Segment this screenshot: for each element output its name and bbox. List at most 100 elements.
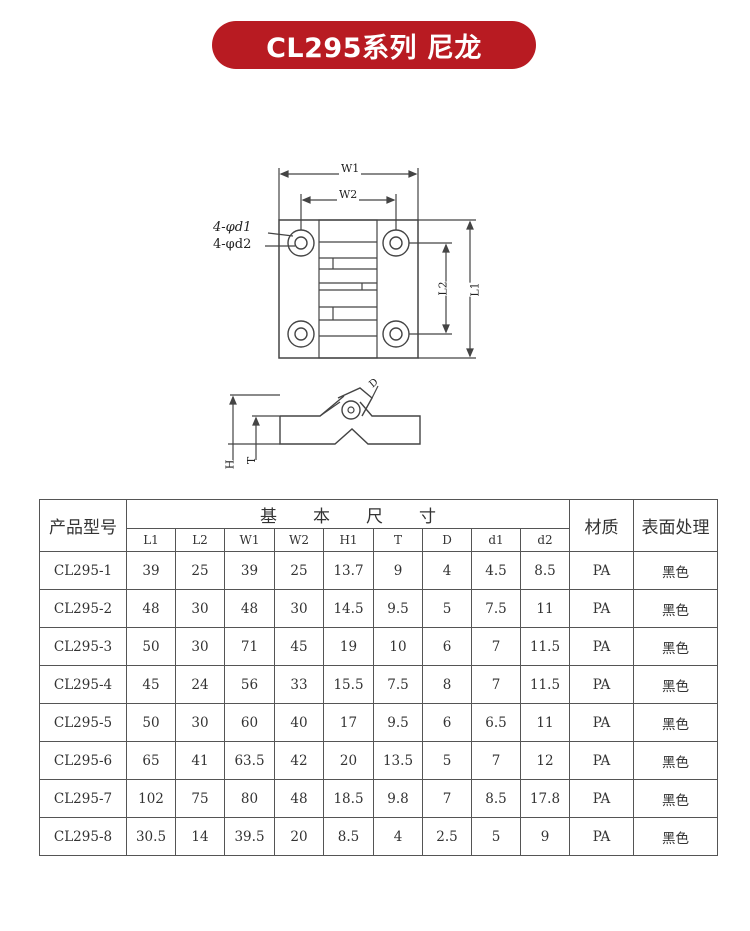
dimension-cell: 14 <box>175 817 225 856</box>
column-header: d1 <box>471 528 521 552</box>
technical-drawing <box>228 168 476 460</box>
page-title: CL295系列 尼龙 <box>212 21 536 69</box>
column-header: W2 <box>274 528 324 552</box>
dimension-cell: 80 <box>224 779 275 818</box>
dimension-cell: 75 <box>175 779 225 818</box>
dimension-cell: 30 <box>175 703 225 742</box>
column-header: H1 <box>323 528 374 552</box>
surface-cell: 黑色 <box>633 589 718 628</box>
dimension-cell: 25 <box>274 551 324 590</box>
dimension-cell: 7 <box>471 665 521 704</box>
dimension-cell: 41 <box>175 741 225 780</box>
material-cell: PA <box>569 779 634 818</box>
surface-cell: 黑色 <box>633 779 718 818</box>
column-header: W1 <box>224 528 275 552</box>
dimension-cell: 6 <box>422 627 472 666</box>
dimension-cell: 9 <box>520 817 570 856</box>
h-label: H <box>223 459 237 470</box>
dimension-cell: 25 <box>175 551 225 590</box>
dimension-cell: 20 <box>323 741 374 780</box>
dimension-cell: 4 <box>422 551 472 590</box>
dimension-cell: 7 <box>471 741 521 780</box>
model-cell: CL295-3 <box>39 627 127 666</box>
dimension-cell: 9 <box>373 551 423 590</box>
dimension-cell: 45 <box>126 665 176 704</box>
dimension-cell: 65 <box>126 741 176 780</box>
dimension-cell: 71 <box>224 627 275 666</box>
dimension-cell: 40 <box>274 703 324 742</box>
hinge-plate-outline <box>278 219 419 359</box>
material-cell: PA <box>569 817 634 856</box>
hinge-knuckle-body <box>318 219 378 359</box>
dimension-cell: 9.5 <box>373 703 423 742</box>
l2-label: L2 <box>436 281 450 296</box>
material-cell: PA <box>569 741 634 780</box>
dimension-cell: 4 <box>373 817 423 856</box>
column-header: d2 <box>520 528 570 552</box>
dimension-cell: 45 <box>274 627 324 666</box>
dimension-cell: 48 <box>224 589 275 628</box>
dimension-cell: 17 <box>323 703 374 742</box>
spec-table: 产品型号 基本尺寸 材质 表面处理 L1 L2 W1 W2 H1 T D d1 … <box>39 499 718 856</box>
dimension-cell: 11.5 <box>520 665 570 704</box>
dimension-cell: 5 <box>422 589 472 628</box>
dimension-cell: 17.8 <box>520 779 570 818</box>
dimension-cell: 63.5 <box>224 741 275 780</box>
basic-dimensions-header: 基本尺寸 <box>126 499 570 529</box>
dimension-cell: 4.5 <box>471 551 521 590</box>
l1-label: L1 <box>468 282 482 297</box>
column-header: D <box>422 528 472 552</box>
surface-cell: 黑色 <box>633 703 718 742</box>
dimension-cell: 11 <box>520 589 570 628</box>
material-cell: PA <box>569 627 634 666</box>
surface-cell: 黑色 <box>633 817 718 856</box>
dimension-cell: 24 <box>175 665 225 704</box>
dimension-cell: 33 <box>274 665 324 704</box>
dimension-cell: 42 <box>274 741 324 780</box>
material-cell: PA <box>569 589 634 628</box>
dimension-cell: 10 <box>373 627 423 666</box>
dimension-cell: 5 <box>422 741 472 780</box>
column-header: L2 <box>175 528 225 552</box>
dimension-cell: 102 <box>126 779 176 818</box>
dimension-cell: 12 <box>520 741 570 780</box>
dimension-cell: 50 <box>126 703 176 742</box>
dimension-cell: 39 <box>126 551 176 590</box>
dimension-cell: 30 <box>274 589 324 628</box>
dimension-cell: 11 <box>520 703 570 742</box>
dimension-cell: 6 <box>422 703 472 742</box>
product-model-header: 产品型号 <box>39 499 127 552</box>
dimension-cell: 9.5 <box>373 589 423 628</box>
dimension-cell: 48 <box>126 589 176 628</box>
dimension-cell: 9.8 <box>373 779 423 818</box>
model-cell: CL295-7 <box>39 779 127 818</box>
dimension-cell: 7 <box>471 627 521 666</box>
model-cell: CL295-5 <box>39 703 127 742</box>
dimension-cell: 30 <box>175 627 225 666</box>
dimension-cell: 8.5 <box>323 817 374 856</box>
dimension-cell: 5 <box>471 817 521 856</box>
dimension-cell: 39 <box>224 551 275 590</box>
dimension-cell: 30.5 <box>126 817 176 856</box>
dimension-cell: 14.5 <box>323 589 374 628</box>
d2-label: 4-φd2 <box>213 237 252 252</box>
material-header: 材质 <box>569 499 634 552</box>
dimension-cell: 8 <box>422 665 472 704</box>
dimension-cell: 13.5 <box>373 741 423 780</box>
dimension-cell: 7.5 <box>373 665 423 704</box>
dimension-cell: 48 <box>274 779 324 818</box>
surface-cell: 黑色 <box>633 741 718 780</box>
dimension-cell: 6.5 <box>471 703 521 742</box>
surface-cell: 黑色 <box>633 551 718 590</box>
d1-label: 4-φd1 <box>213 220 252 235</box>
dimension-cell: 11.5 <box>520 627 570 666</box>
model-cell: CL295-6 <box>39 741 127 780</box>
